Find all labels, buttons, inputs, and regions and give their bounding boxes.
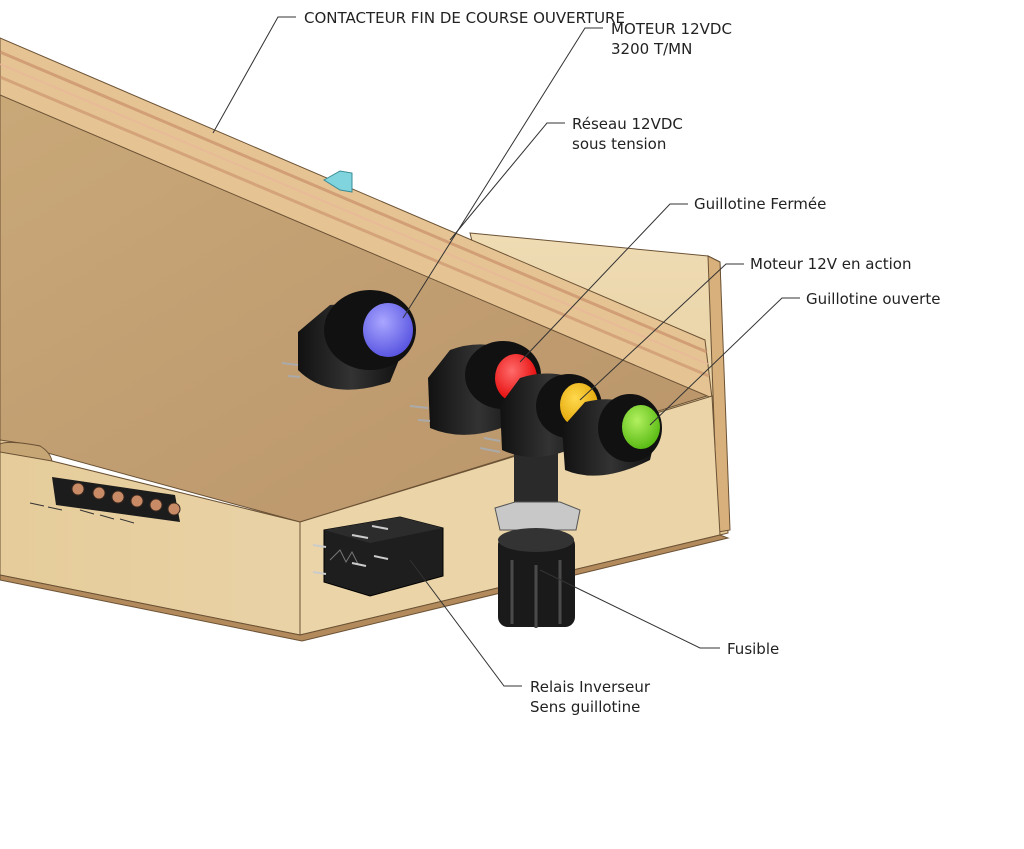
label-motor: MOTEUR 12VDC 3200 T/MN xyxy=(611,19,732,59)
limit-switch xyxy=(323,170,353,193)
terminal-block xyxy=(29,477,181,524)
label-network-line2: sous tension xyxy=(572,135,667,153)
lamp-blue-network xyxy=(281,290,416,390)
label-motor-line1: MOTEUR 12VDC xyxy=(611,20,732,38)
label-fuse: Fusible xyxy=(727,640,780,658)
lamp-green-open xyxy=(479,394,662,476)
label-relay-line2: Sens guillotine xyxy=(530,698,641,716)
label-relay-line1: Relais Inverseur xyxy=(530,678,651,696)
label-network: Réseau 12VDC sous tension xyxy=(572,114,683,154)
label-closed: Guillotine Fermée xyxy=(694,195,827,213)
label-network-line1: Réseau 12VDC xyxy=(572,115,683,133)
label-open: Guillotine ouverte xyxy=(806,290,941,308)
label-motor-action: Moteur 12V en action xyxy=(750,255,912,273)
relay xyxy=(312,516,444,597)
leader-lines xyxy=(212,16,800,687)
box-bottom-edge xyxy=(0,534,730,642)
label-motor-line2: 3200 T/MN xyxy=(611,40,693,58)
fuse-holder xyxy=(494,450,581,628)
label-relay: Relais Inverseur Sens guillotine xyxy=(530,677,650,717)
label-limit-switch: CONTACTEUR FIN DE COURSE OUVERTURE xyxy=(304,9,625,27)
